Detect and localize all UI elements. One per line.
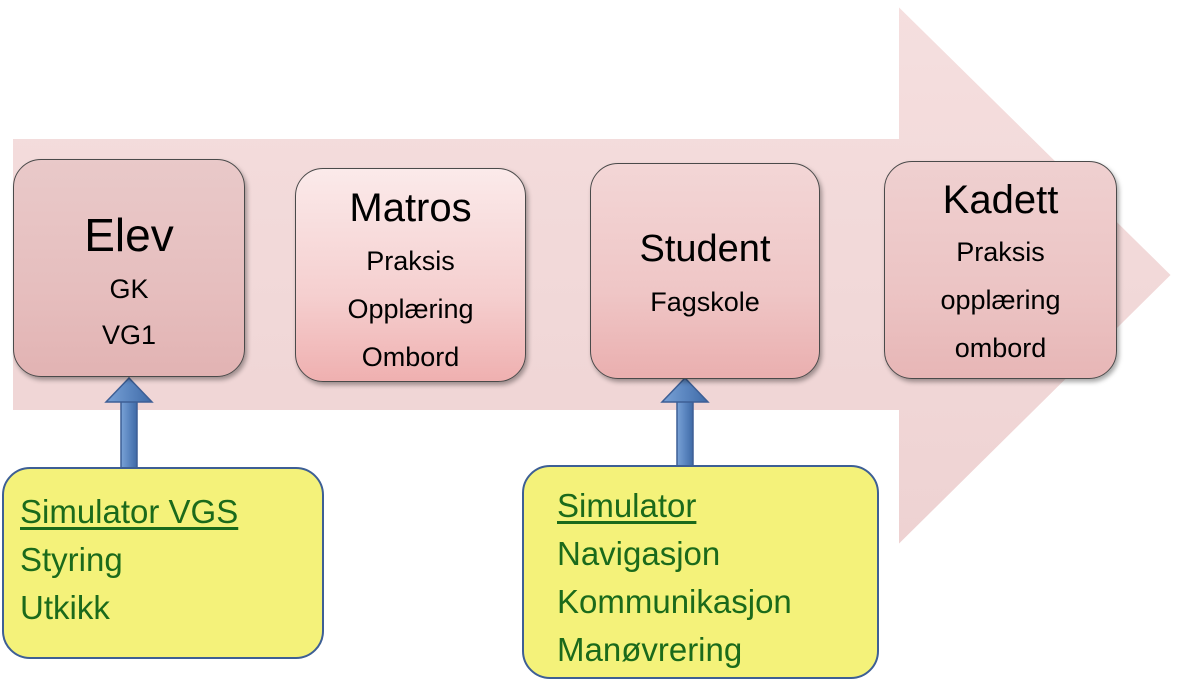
simulator-item: Utkikk <box>20 589 110 626</box>
stage-box-student: Student Fagskole <box>590 163 820 379</box>
stage-detail: GK <box>109 274 149 304</box>
stage-title: Elev <box>84 209 174 261</box>
stage-title: Student <box>639 228 771 270</box>
stage-title: Kadett <box>942 178 1059 222</box>
stage-detail: Ombord <box>361 342 460 372</box>
simulator-box-fagskole: Simulator Navigasjon Kommunikasjon Manøv… <box>522 465 879 679</box>
stage-detail: VG1 <box>101 320 157 350</box>
simulator-item: Manøvrering <box>557 631 743 668</box>
simulator-item: Navigasjon <box>557 535 721 572</box>
stage-detail: Fagskole <box>650 287 760 317</box>
up-arrow-student <box>660 376 710 471</box>
simulator-box-vgs: Simulator VGS Styring Utkikk <box>2 467 324 659</box>
stage-box-matros: Matros Praksis Opplæring Ombord <box>295 168 526 382</box>
stage-detail: Praksis <box>956 237 1045 267</box>
stage-box-kadett: Kadett Praksis opplæring ombord <box>884 161 1117 379</box>
stage-detail: ombord <box>954 333 1047 363</box>
simulator-item: Styring <box>20 541 123 578</box>
simulator-item: Kommunikasjon <box>557 583 792 620</box>
stage-box-elev: Elev GK VG1 <box>13 159 245 377</box>
stage-detail: opplæring <box>940 285 1061 315</box>
stage-detail: Opplæring <box>347 294 474 324</box>
simulator-heading: Simulator VGS <box>20 493 239 530</box>
stage-title: Matros <box>349 186 472 230</box>
stage-detail: Praksis <box>366 246 455 276</box>
simulator-heading: Simulator <box>557 487 697 524</box>
